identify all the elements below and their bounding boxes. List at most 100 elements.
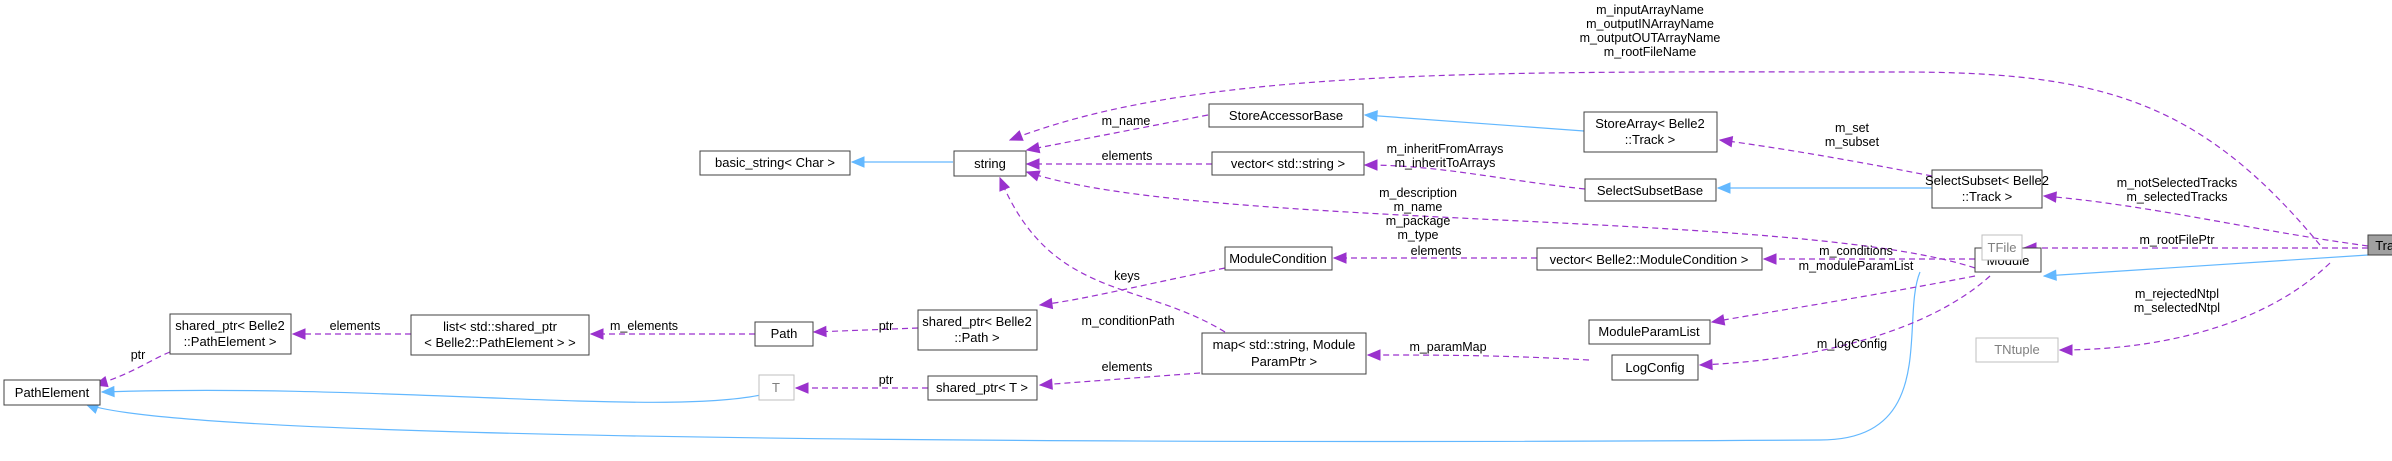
class-name: StoreAccessorBase	[1229, 108, 1343, 123]
class-name: < Belle2::PathElement > >	[424, 335, 575, 350]
class-name: shared_ptr< Belle2	[922, 314, 1032, 329]
class-name: SelectSubsetBase	[1597, 183, 1703, 198]
class-node-select-subset-base[interactable]: SelectSubsetBase	[1584, 178, 1717, 202]
edge-label: m_outputINArrayName	[1586, 17, 1714, 31]
edge-label-m-log-config: m_logConfig	[1817, 337, 1887, 351]
edge-use-elements-map	[1040, 372, 1201, 385]
edge-label-keys: keys	[1114, 269, 1140, 283]
edge-label: m_inputArrayName	[1596, 3, 1704, 17]
edge-label-ptr: ptr	[879, 373, 894, 387]
class-node-store-array[interactable]: StoreArray< Belle2 ::Track >	[1583, 111, 1718, 153]
class-node-tfile[interactable]: TFile	[1981, 234, 2023, 261]
class-name: TrackFilterModule	[2375, 238, 2392, 253]
class-node-shared-ptr-path-element[interactable]: shared_ptr< Belle2 ::PathElement >	[169, 313, 292, 355]
label-module-strings: m_description m_name m_package m_type	[1379, 186, 1457, 242]
class-name: vector< Belle2::ModuleCondition >	[1550, 252, 1749, 267]
class-name: PathElement	[15, 385, 90, 400]
edge-use-top-strings	[1010, 71, 2321, 246]
edge-label-m-subset: m_subset	[1825, 135, 1880, 149]
edge-inherit-tfm-module	[2044, 254, 2369, 276]
edge-use-ntpl	[2060, 262, 2331, 350]
edge-label-selected: m_selectedTracks	[2127, 190, 2228, 204]
class-node-vector-module-condition[interactable]: vector< Belle2::ModuleCondition >	[1536, 247, 1763, 271]
class-node-module-condition[interactable]: ModuleCondition	[1224, 246, 1333, 271]
class-name: shared_ptr< T >	[936, 380, 1028, 395]
edge-use-module-strings	[1027, 172, 1976, 269]
edge-use-ptr-path-element	[95, 351, 171, 385]
edge-label: m_rootFileName	[1604, 45, 1696, 59]
edge-inherit-storearray-accessor	[1365, 115, 1585, 132]
edge-use-m-log-config	[1700, 275, 1991, 365]
edge-label-ptr: ptr	[879, 319, 894, 333]
edge-inherit-path-pathelement	[102, 389, 783, 403]
class-node-path-element[interactable]: PathElement	[3, 379, 101, 406]
class-node-vector-string[interactable]: vector< std::string >	[1211, 151, 1365, 176]
class-name: ::PathElement >	[184, 334, 277, 349]
edge-inherit-module-pathelement	[86, 271, 1921, 443]
edge-label: m_outputOUTArrayName	[1580, 31, 1721, 45]
class-name: Path	[771, 326, 798, 341]
class-name: LogConfig	[1625, 360, 1684, 375]
class-name: vector< std::string >	[1231, 156, 1345, 171]
edge-label-m-name: m_name	[1102, 114, 1151, 128]
edge-label-selected-ntpl: m_selectedNtpl	[2134, 301, 2220, 315]
edge-label: m_package	[1386, 214, 1451, 228]
class-name: map< std::string, Module	[1213, 337, 1356, 352]
edge-use-m-module-param-list	[1712, 275, 1976, 322]
class-node-path[interactable]: Path	[754, 321, 814, 347]
edge-label-elements: elements	[1411, 244, 1462, 258]
edge-label-m-module-param-list: m_moduleParamList	[1799, 259, 1914, 273]
class-name: ::Track >	[1625, 132, 1675, 147]
class-node-log-config[interactable]: LogConfig	[1611, 354, 1699, 381]
edge-use-keys	[1000, 178, 1226, 333]
class-node-string[interactable]: string	[953, 150, 1027, 177]
edge-label-m-param-map: m_paramMap	[1409, 340, 1486, 354]
edge-label-root-file-ptr: m_rootFilePtr	[2139, 233, 2214, 247]
edge-label: m_type	[1398, 228, 1439, 242]
class-name: list< std::shared_ptr	[443, 319, 557, 334]
edge-label-not-selected: m_notSelectedTracks	[2117, 176, 2237, 190]
class-name: shared_ptr< Belle2	[175, 318, 285, 333]
edge-use-set-subset	[1720, 140, 1933, 177]
class-node-select-subset[interactable]: SelectSubset< Belle2 ::Track >	[1925, 169, 2049, 209]
class-node-track-filter-module[interactable]: TrackFilterModule	[2367, 234, 2392, 256]
edge-label-m-conditions: m_conditions	[1819, 244, 1893, 258]
edge-label-m-set: m_set	[1835, 121, 1870, 135]
edge-label: m_name	[1394, 200, 1443, 214]
class-name: SelectSubset< Belle2	[1925, 173, 2049, 188]
class-node-module-param-list[interactable]: ModuleParamList	[1588, 319, 1711, 345]
class-node-shared-ptr-t[interactable]: shared_ptr< T >	[927, 375, 1038, 401]
edge-label-m-condition-path: m_conditionPath	[1081, 314, 1174, 328]
edge-use-m-condition-path	[1040, 267, 1226, 305]
edge-use-m-name-accessor	[1027, 114, 1209, 150]
class-name: ModuleCondition	[1229, 251, 1327, 266]
class-name: ModuleParamList	[1598, 324, 1700, 339]
class-name: ParamPtr >	[1251, 354, 1317, 369]
class-name: basic_string< Char >	[715, 155, 835, 170]
class-node-list-path-element[interactable]: list< std::shared_ptr < Belle2::PathElem…	[410, 314, 590, 356]
class-name: ::Path >	[954, 330, 999, 345]
class-node-tntuple[interactable]: TNtuple	[1975, 337, 2059, 363]
edge-label-elements: elements	[330, 319, 381, 333]
class-node-map-param[interactable]: map< std::string, Module ParamPtr >	[1201, 332, 1367, 375]
edge-label-elements: elements	[1102, 360, 1153, 374]
class-name: StoreArray< Belle2	[1595, 116, 1704, 131]
class-node-shared-ptr-path[interactable]: shared_ptr< Belle2 ::Path >	[917, 309, 1038, 351]
class-name: TNtuple	[1994, 342, 2040, 357]
edge-use-inherit-arrays	[1365, 165, 1586, 190]
edge-use-m-param-map	[1368, 355, 1590, 360]
class-node-store-accessor-base[interactable]: StoreAccessorBase	[1208, 103, 1364, 128]
label-top-strings: m_inputArrayName m_outputINArrayName m_o…	[1580, 3, 1721, 59]
edge-label-inherit-from: m_inheritFromArrays	[1387, 142, 1504, 156]
edge-label-m-elements: m_elements	[610, 319, 678, 333]
class-node-t[interactable]: T	[758, 374, 795, 401]
class-node-basic-string[interactable]: basic_string< Char >	[699, 150, 851, 176]
class-name: TFile	[1988, 240, 2017, 255]
class-name: string	[974, 156, 1006, 171]
class-name: ::Track >	[1962, 189, 2012, 204]
edge-label: m_description	[1379, 186, 1457, 200]
class-name: T	[772, 380, 780, 395]
edge-label-inherit-to: m_inheritToArrays	[1395, 156, 1496, 170]
edge-use-ptr-path	[814, 328, 919, 332]
